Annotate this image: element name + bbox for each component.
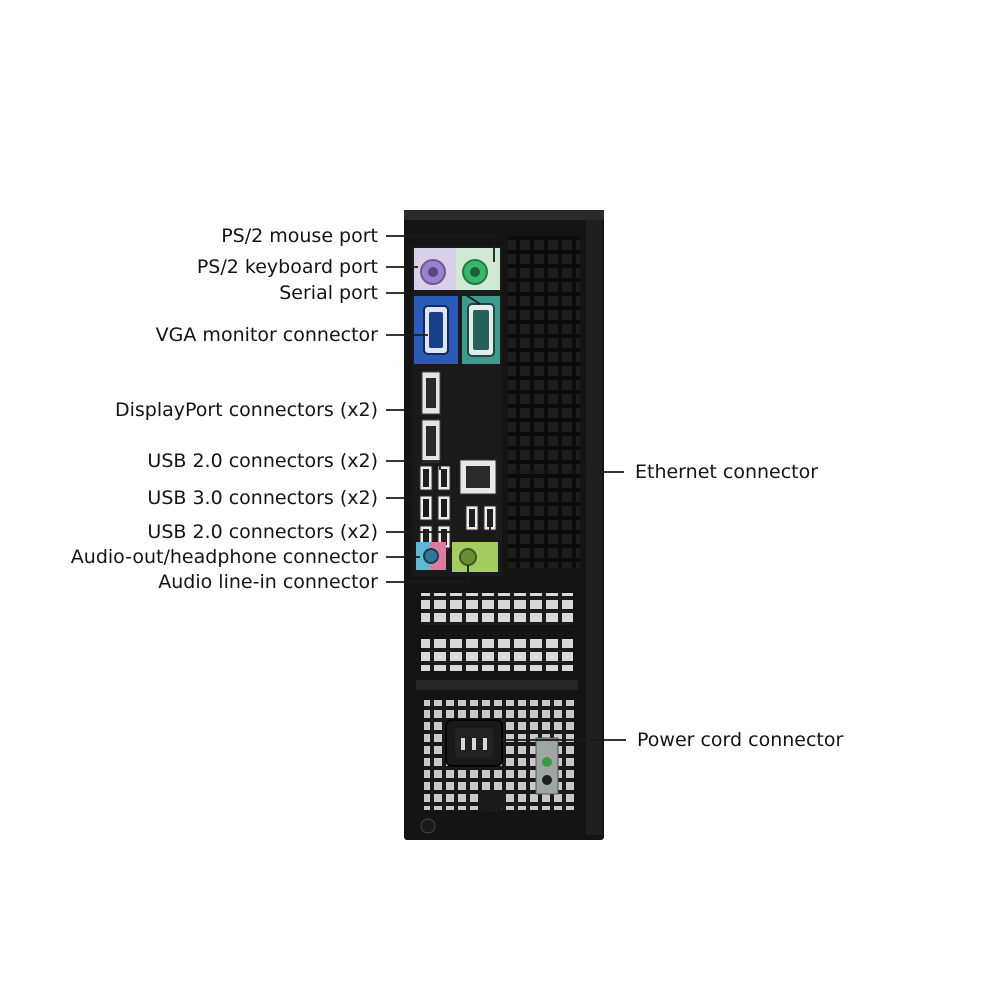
thumbscrew <box>420 818 436 834</box>
audio-out-jack <box>423 548 439 564</box>
label-usb3-connectors: USB 3.0 connectors (x2) <box>147 487 378 509</box>
label-power-cord-connector: Power cord connector <box>637 729 844 751</box>
label-usb2-connectors-bottom: USB 2.0 connectors (x2) <box>147 521 378 543</box>
audio-in-jack <box>459 548 477 566</box>
chassis-top-edge <box>404 210 604 220</box>
vent-grill <box>508 236 580 568</box>
label-usb2-connectors-top: USB 2.0 connectors (x2) <box>147 450 378 472</box>
label-displayport-connectors: DisplayPort connectors (x2) <box>114 399 378 421</box>
label-audio-line-in-connector: Audio line-in connector <box>158 571 378 593</box>
leader-lines <box>386 235 626 741</box>
label-ethernet-connector: Ethernet connector <box>635 461 819 483</box>
expansion-slot-2 <box>419 637 575 673</box>
expansion-slot-1 <box>419 591 575 627</box>
label-ps2-mouse-port: PS/2 mouse port <box>221 225 378 247</box>
label-serial-port: Serial port <box>279 282 378 304</box>
label-audio-out-headphone-connector: Audio-out/headphone connector <box>70 546 378 568</box>
label-ps2-keyboard-port: PS/2 keyboard port <box>196 256 378 278</box>
chassis-right-rail <box>586 215 602 835</box>
label-vga-monitor-connector: VGA monitor connector <box>155 324 378 346</box>
psu-led <box>542 757 552 767</box>
